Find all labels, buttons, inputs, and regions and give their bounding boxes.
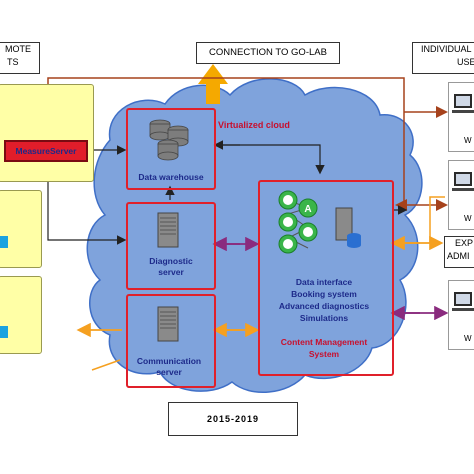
individual-label-line2: USE [457,57,474,67]
database-icon [149,119,189,161]
service-icons: A [278,190,361,254]
individual-label-line1: INDIVIDUAL [421,44,472,54]
years-label: 2015-2019 [168,402,298,436]
diagnostic-server-label: Diagnostic server [126,256,216,278]
service-booking-system: Booking system [291,289,357,299]
communication-line1: Communication [136,356,202,366]
diagnostic-line1: Diagnostic [149,256,193,266]
individual-users-label: INDIVIDUAL USE [412,42,474,74]
user-workstation-panel-2 [448,160,474,230]
cms-line2: System [308,349,340,359]
cms-label: Content Management System [260,336,388,360]
user-workstation-panel-3 [448,280,474,350]
measure-server-box: MeasureServer [4,140,88,162]
remote-label-line2: TS [7,57,19,67]
exp-line1: EXP [455,238,474,248]
communication-server-label: Communication server [122,356,216,378]
svg-text:A: A [304,204,311,215]
remote-experiments-label: MOTE TS [0,42,40,74]
workstation-label: W [464,214,472,223]
communication-line2: server [156,367,182,377]
diagnostic-line2: server [158,267,184,277]
experiment-panel-2 [0,190,42,268]
cms-line1: Content Management [280,337,368,347]
measure-to-users-line [47,77,405,112]
user-workstation-panel-1 [448,82,474,152]
workstation-label: W [464,136,472,145]
cloud-label: Virtualized cloud [218,120,290,130]
data-warehouse-box [126,108,216,190]
experiment-device-icon [0,326,8,338]
service-data-interface: Data interface [295,277,353,287]
experiment-panel-1 [0,84,94,182]
server-icon [157,306,179,342]
service-advanced-diagnostics: Advanced diagnostics [278,301,370,311]
server-icon [157,212,179,248]
experiment-device-icon [0,236,8,248]
remote-label-line1: MOTE [5,44,31,54]
exp-line2: ADMI [447,251,470,261]
expert-admin-label: EXP ADMI [444,236,474,268]
experiment-panel-3 [0,276,42,354]
golab-arrow [198,64,228,104]
data-warehouse-label: Data warehouse [138,172,204,182]
communication-server-box [126,294,216,388]
service-simulations: Simulations [299,313,349,323]
central-services-list: Data interface Booking system Advanced d… [260,276,388,324]
laptop-icon [452,94,474,113]
laptop-icon [452,172,474,191]
connection-golab-label: CONNECTION TO GO-LAB [196,42,340,64]
diagnostic-server-box [126,202,216,290]
laptop-icon [452,292,474,311]
central-platform-box [258,180,394,376]
workstation-label: W [464,334,472,343]
